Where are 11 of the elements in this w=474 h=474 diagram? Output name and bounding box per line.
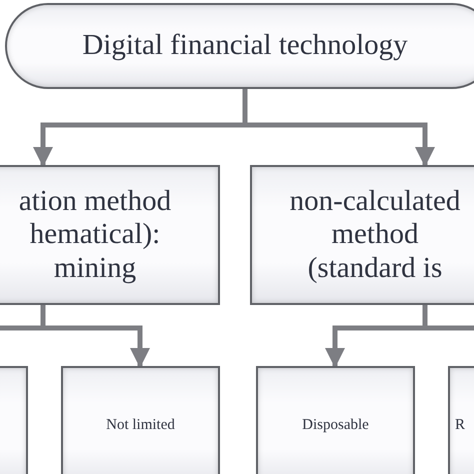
rounded-box — [5, 3, 474, 89]
node-label: R — [454, 417, 465, 435]
process-box — [250, 165, 474, 305]
node-label: Not limited — [106, 417, 175, 435]
process-box — [61, 366, 220, 474]
process-box — [256, 366, 415, 474]
process-box — [0, 165, 220, 305]
node-label: non-calculated method (standard is — [288, 184, 462, 286]
node-label: Digital financial technology — [81, 29, 409, 63]
node-label: ation method hematical): mining — [18, 184, 172, 286]
node-label: Disposable — [302, 417, 369, 435]
